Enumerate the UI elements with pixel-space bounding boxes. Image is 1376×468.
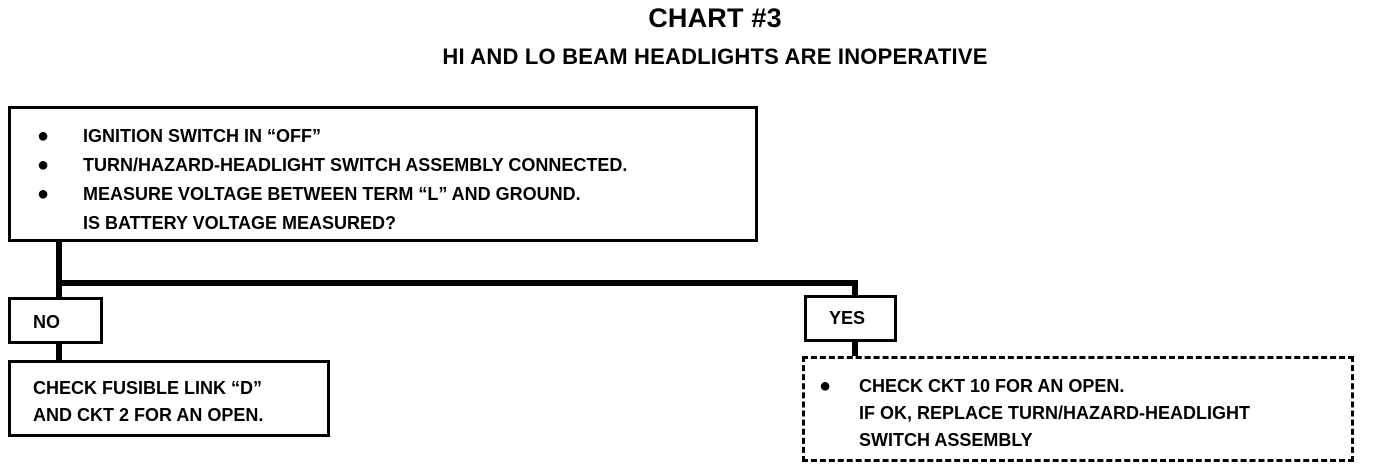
yes-result-box: ● CHECK CKT 10 FOR AN OPEN. IF OK, REPLA… bbox=[802, 356, 1354, 462]
yes-result-line: IF OK, REPLACE TURN/HAZARD-HEADLIGHT bbox=[859, 403, 1250, 423]
connector-horizontal bbox=[56, 280, 858, 286]
no-label-box: NO bbox=[8, 297, 103, 344]
connector-yes-to-result bbox=[852, 340, 858, 358]
connector-main-down bbox=[56, 240, 62, 300]
no-result-line: AND CKT 2 FOR AN OPEN. bbox=[33, 405, 264, 425]
bullet-icon: ● bbox=[819, 375, 832, 397]
check-step-box: ● IGNITION SWITCH IN “OFF” ● TURN/HAZARD… bbox=[8, 106, 758, 242]
chart-subtitle: HI AND LO BEAM HEADLIGHTS ARE INOPERATIV… bbox=[442, 44, 988, 69]
check-step-text: IGNITION SWITCH IN “OFF” bbox=[83, 126, 321, 146]
yes-result-item: SWITCH ASSEMBLY bbox=[819, 427, 1351, 454]
yes-result-item: ● CHECK CKT 10 FOR AN OPEN. bbox=[819, 373, 1351, 400]
no-result-line: CHECK FUSIBLE LINK “D” bbox=[33, 378, 262, 398]
check-step-item: ● TURN/HAZARD-HEADLIGHT SWITCH ASSEMBLY … bbox=[37, 151, 755, 180]
bullet-icon: ● bbox=[37, 183, 50, 205]
check-step-item: ● IGNITION SWITCH IN “OFF” bbox=[37, 122, 755, 151]
connector-yes-down bbox=[852, 280, 858, 298]
bullet-icon: ● bbox=[37, 125, 50, 147]
yes-result-line: CHECK CKT 10 FOR AN OPEN. bbox=[859, 376, 1125, 396]
chart-title: CHART #3 bbox=[648, 3, 782, 33]
yes-result-line: SWITCH ASSEMBLY bbox=[859, 430, 1033, 450]
no-result-box: CHECK FUSIBLE LINK “D” AND CKT 2 FOR AN … bbox=[8, 360, 330, 437]
yes-result-item: IF OK, REPLACE TURN/HAZARD-HEADLIGHT bbox=[819, 400, 1351, 427]
check-step-item: ● MEASURE VOLTAGE BETWEEN TERM “L” AND G… bbox=[37, 180, 755, 209]
yes-label-box: YES bbox=[804, 295, 897, 342]
bullet-icon: ● bbox=[37, 154, 50, 176]
yes-label: YES bbox=[829, 308, 866, 328]
check-step-question-row: IS BATTERY VOLTAGE MEASURED? bbox=[37, 209, 755, 238]
connector-no-to-result bbox=[56, 340, 62, 362]
check-step-text: MEASURE VOLTAGE BETWEEN TERM “L” AND GRO… bbox=[83, 184, 581, 204]
no-label: NO bbox=[33, 312, 60, 332]
check-step-text: TURN/HAZARD-HEADLIGHT SWITCH ASSEMBLY CO… bbox=[83, 155, 628, 175]
check-step-question: IS BATTERY VOLTAGE MEASURED? bbox=[83, 213, 397, 233]
